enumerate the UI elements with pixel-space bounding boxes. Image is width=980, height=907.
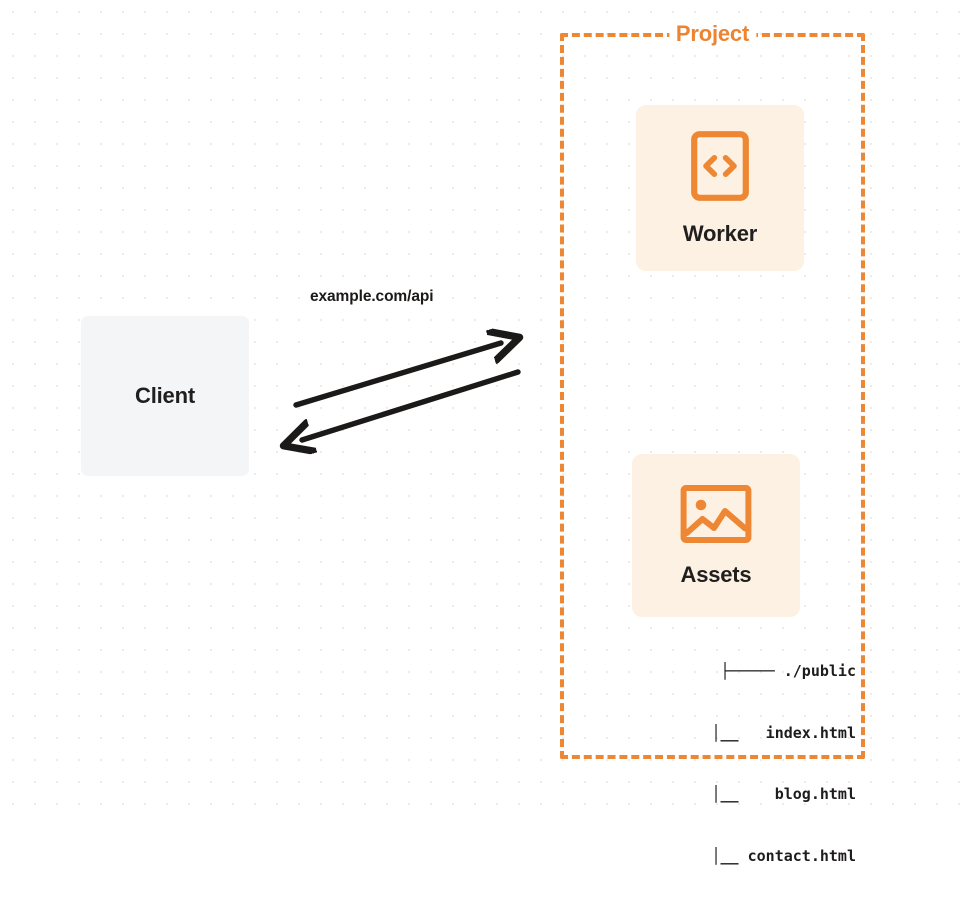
file-tree-row: ├───── ./public (720, 662, 856, 680)
file-tree-row: │__ index.html (657, 723, 856, 742)
request-arrow (293, 343, 501, 408)
assets-file-tree: ├───── ./public │__ index.html │__ blog.… (612, 620, 856, 907)
client-node-label: Client (135, 383, 195, 408)
worker-node-label: Worker (682, 220, 758, 246)
assets-node-label: Assets (680, 562, 752, 587)
connection-label: example.com/api (310, 288, 434, 305)
response-arrow (302, 369, 521, 440)
file-tree-row: │__ contact.html (657, 846, 856, 865)
worker-node[interactable]: Worker (636, 105, 804, 271)
diagram-canvas: Client example.com/api Project (0, 0, 980, 865)
client-node[interactable]: Client (81, 316, 249, 476)
project-title: Project (668, 21, 757, 47)
code-brackets-icon (690, 130, 750, 207)
assets-node[interactable]: Assets (632, 454, 800, 617)
project-container: Project Worker Assets (560, 21, 865, 865)
file-tree-row: │__ blog.html (657, 785, 856, 803)
image-icon (680, 483, 752, 550)
